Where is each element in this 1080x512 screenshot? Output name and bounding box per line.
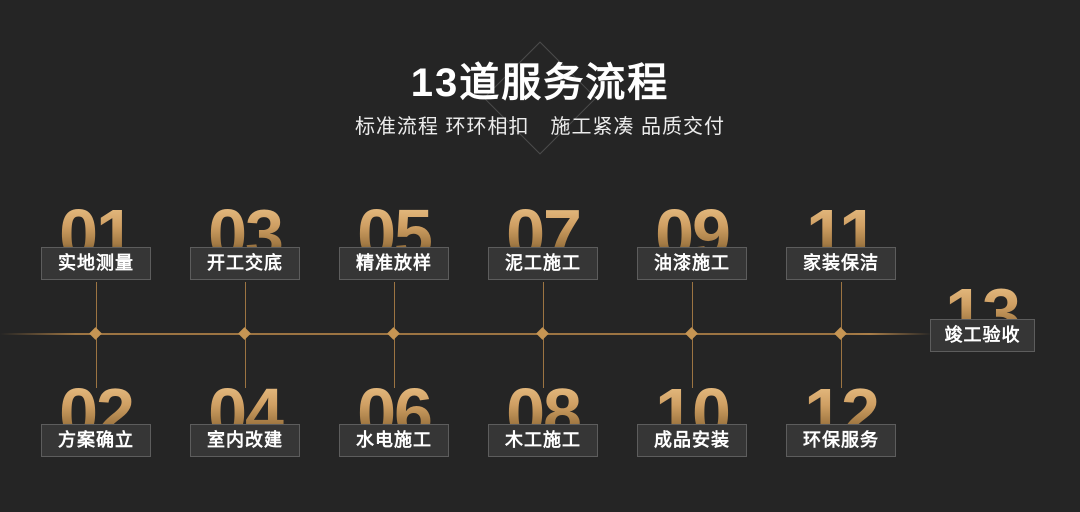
step-label: 实地测量 — [41, 247, 151, 280]
step-label: 室内改建 — [190, 424, 300, 457]
step-label: 水电施工 — [339, 424, 449, 457]
step-label: 环保服务 — [786, 424, 896, 457]
page-title: 13道服务流程 — [410, 61, 670, 105]
step-label: 方案确立 — [41, 424, 151, 457]
timeline-node-diamond-icon — [536, 327, 549, 340]
step-label: 木工施工 — [488, 424, 598, 457]
timeline-node-diamond-icon — [834, 327, 847, 340]
step-label: 精准放样 — [339, 247, 449, 280]
timeline-node-diamond-icon — [89, 327, 102, 340]
step-label: 家装保洁 — [786, 247, 896, 280]
timeline-node-diamond-icon — [387, 327, 400, 340]
page-subtitle: 标准流程 环环相扣 施工紧凑 品质交付 — [354, 116, 726, 138]
step-label: 开工交底 — [190, 247, 300, 280]
timeline-node-diamond-icon — [685, 327, 698, 340]
step-label: 成品安装 — [637, 424, 747, 457]
step-label: 油漆施工 — [637, 247, 747, 280]
step-label-final: 竣工验收 — [930, 319, 1035, 352]
step-label: 泥工施工 — [488, 247, 598, 280]
timeline-node-diamond-icon — [238, 327, 251, 340]
